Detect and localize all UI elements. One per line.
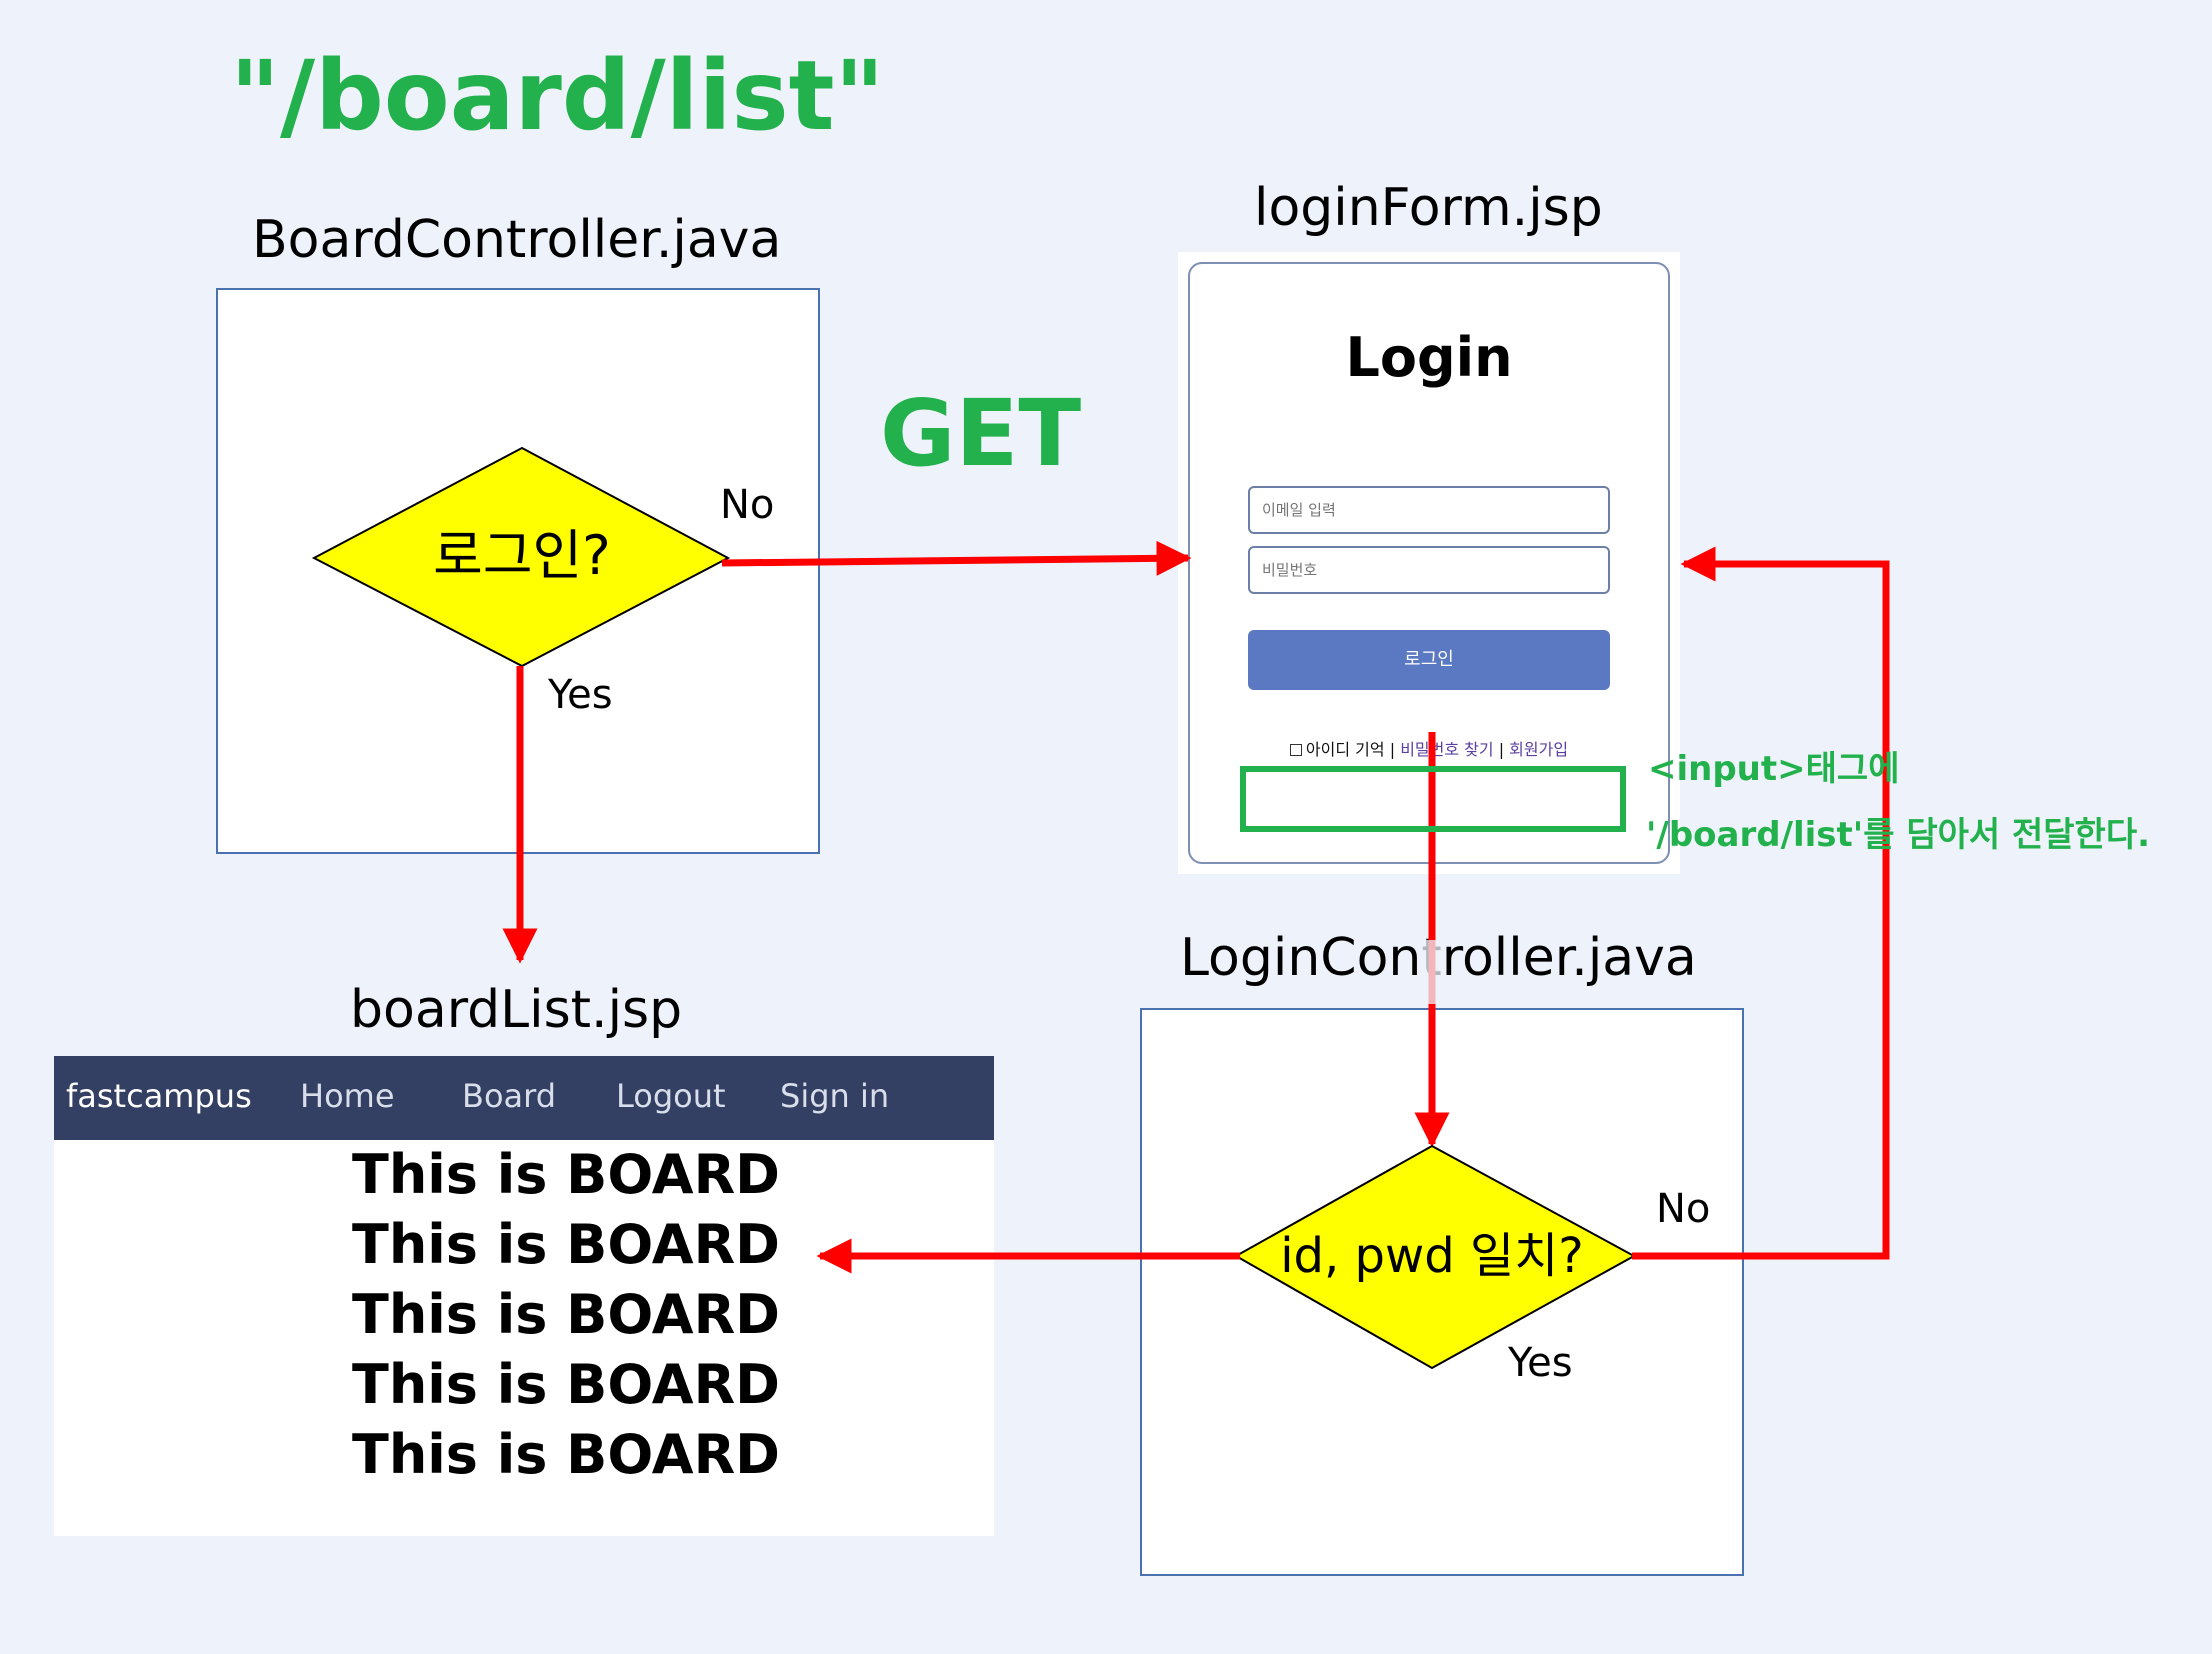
nav-sign-in[interactable]: Sign in	[780, 1077, 890, 1115]
board-row: This is BOARD	[352, 1143, 780, 1206]
signup-link[interactable]: 회원가입	[1509, 740, 1569, 759]
credential-decision-no: No	[1656, 1186, 1710, 1232]
login-decision-text: 로그인?	[433, 524, 611, 587]
annotation-line-1: <input>태그에	[1648, 749, 1900, 789]
find-password-link[interactable]: 비밀번호 찾기	[1400, 740, 1494, 759]
nav-logout[interactable]: Logout	[616, 1077, 726, 1115]
link-separator: |	[1389, 740, 1396, 759]
arrow-no-back-to-login-form	[1632, 546, 1890, 1260]
credential-decision-diamond	[1233, 1144, 1637, 1370]
nav-board[interactable]: Board	[462, 1077, 557, 1115]
annotation-line-2: '/board/list'를 담아서 전달한다.	[1646, 815, 2151, 855]
nav-home[interactable]: Home	[300, 1077, 395, 1115]
login-decision-yes: Yes	[547, 672, 613, 718]
hidden-input-highlight	[1240, 766, 1626, 832]
board-list-panel: fastcampus Home Board Logout Sign in Thi…	[54, 1056, 994, 1536]
navbar: fastcampus Home Board Logout Sign in	[54, 1056, 994, 1140]
board-row: This is BOARD	[352, 1423, 780, 1486]
get-method-label: GET	[880, 380, 1082, 487]
credential-decision-yes: Yes	[1507, 1340, 1573, 1386]
login-links: 아이디 기억 | 비밀번호 찾기 | 회원가입	[1190, 736, 1668, 760]
login-title: Login	[1345, 326, 1513, 389]
link-separator: |	[1498, 740, 1505, 759]
arrow-no-to-login-form	[721, 540, 1192, 576]
board-row: This is BOARD	[352, 1283, 780, 1346]
email-input[interactable]	[1248, 486, 1610, 534]
login-button[interactable]: 로그인	[1248, 630, 1610, 690]
remember-id-checkbox[interactable]	[1289, 744, 1302, 756]
remember-id-label: 아이디 기억	[1305, 740, 1385, 759]
login-form-label: loginForm.jsp	[1254, 178, 1603, 238]
nav-brand[interactable]: fastcampus	[66, 1077, 252, 1115]
board-row: This is BOARD	[352, 1353, 780, 1416]
label-backdrop	[1420, 940, 1444, 1004]
board-row: This is BOARD	[352, 1213, 780, 1276]
diagram-title: "/board/list"	[230, 40, 885, 152]
credential-decision-text: id, pwd 일치?	[1280, 1228, 1584, 1284]
board-list-label: boardList.jsp	[350, 980, 683, 1040]
board-controller-label: BoardController.java	[252, 210, 782, 270]
login-decision-no: No	[720, 482, 774, 528]
password-input[interactable]	[1248, 546, 1610, 594]
